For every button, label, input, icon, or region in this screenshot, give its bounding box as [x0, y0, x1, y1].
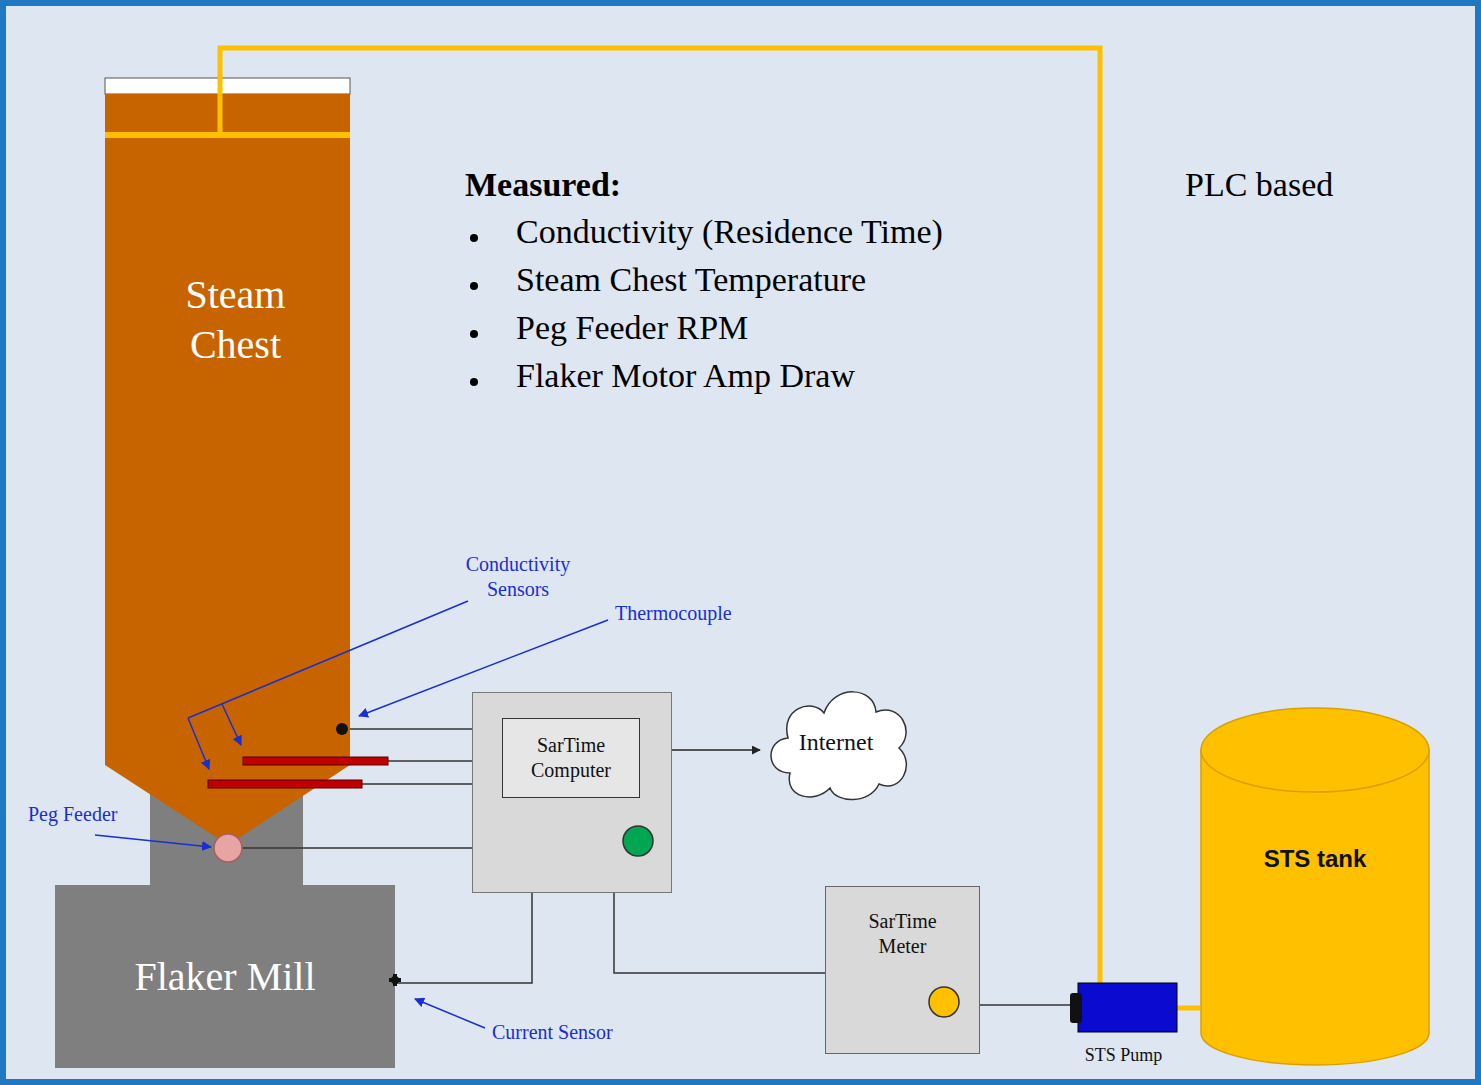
connector	[672, 749, 760, 751]
node-text: Flaker Mill	[134, 953, 315, 1000]
computer-panel: SarTime Computer	[472, 692, 672, 893]
node-text: Steam Chest	[105, 270, 366, 370]
list-bullet	[470, 234, 478, 386]
steam-chest-shape-part	[105, 94, 350, 845]
sts-tank-shape-part	[1201, 708, 1429, 792]
sts-pump: STS Pump	[1070, 983, 1177, 1032]
flaker-mill-shape-part-part	[391, 976, 399, 984]
connector	[220, 48, 1100, 983]
list-bullet-part	[470, 282, 478, 290]
steam-chest-shape	[105, 78, 350, 845]
list-bullet-part	[470, 378, 478, 386]
sts-pump-shape-part	[1070, 993, 1082, 1023]
steam-chest-shape-part-part	[188, 718, 209, 769]
connector	[1177, 1006, 1200, 1011]
list-item: Peg Feeder RPM	[516, 309, 748, 347]
list-item: Conductivity (Residence Time)	[516, 213, 943, 251]
sartime-meter: SarTime Meter	[825, 886, 980, 1054]
sts-tank: STS tank	[1200, 705, 1430, 1067]
signal-wire-part	[362, 783, 472, 785]
steam-chest-shape-part	[105, 132, 350, 138]
sts-tank-shape-part	[1201, 750, 1429, 1065]
sartime-meter-shape-part	[929, 987, 959, 1017]
steam-chest-shape-part	[243, 757, 388, 765]
flaker-mill: Flaker Mill	[55, 885, 395, 1068]
list-item: Flaker Motor Amp Draw	[516, 357, 855, 395]
flaker-mill-shape-part	[415, 999, 485, 1028]
connector	[980, 1004, 1070, 1006]
signal-wire-part	[388, 760, 472, 762]
sts-pump-shape	[1070, 983, 1177, 1032]
connector	[614, 893, 825, 973]
callout-label: Conductivity Sensors	[448, 552, 588, 602]
steam-chest-shape-part-part	[188, 601, 468, 718]
callout-label: Thermocouple	[615, 602, 732, 625]
callout-label: Current Sensor	[492, 1021, 613, 1044]
steam-chest-shape-part	[214, 834, 242, 862]
sts-tank-shape	[1200, 705, 1430, 1067]
steam-chest-shape-part-part	[222, 704, 241, 745]
signal-wire-part	[348, 728, 472, 730]
node-text: STS tank	[1200, 845, 1430, 873]
callout-label: Peg Feeder	[28, 803, 117, 826]
flaker-mill-shape-part	[389, 974, 401, 986]
steam-chest-shape-part	[208, 780, 362, 788]
sts-pump-shape-part	[1078, 983, 1177, 1032]
steam-chest-shape-part	[336, 723, 348, 735]
list-bullet-part	[470, 234, 478, 242]
steam-chest: Steam Chest	[105, 78, 366, 845]
node-text: SarTime Meter	[826, 909, 979, 959]
node-text: Internet	[799, 729, 874, 756]
note: PLC based	[1185, 166, 1333, 204]
node-text: SarTime Computer	[502, 718, 640, 798]
node-text: STS Pump	[1050, 1045, 1197, 1066]
computer-panel-shape-part	[623, 826, 653, 856]
signal-wire-part	[242, 847, 472, 849]
list-item: Steam Chest Temperature	[516, 261, 866, 299]
list-bullet-part	[470, 330, 478, 338]
steam-chest-shape-part	[105, 78, 350, 94]
list-heading: Measured:	[465, 166, 621, 204]
connector	[395, 893, 532, 983]
internet-cloud-shape-part	[771, 692, 906, 800]
steam-chest-shape-part	[218, 76, 223, 134]
internet-cloud: Internet	[760, 678, 912, 806]
steam-chest-shape-part-part	[95, 835, 211, 847]
